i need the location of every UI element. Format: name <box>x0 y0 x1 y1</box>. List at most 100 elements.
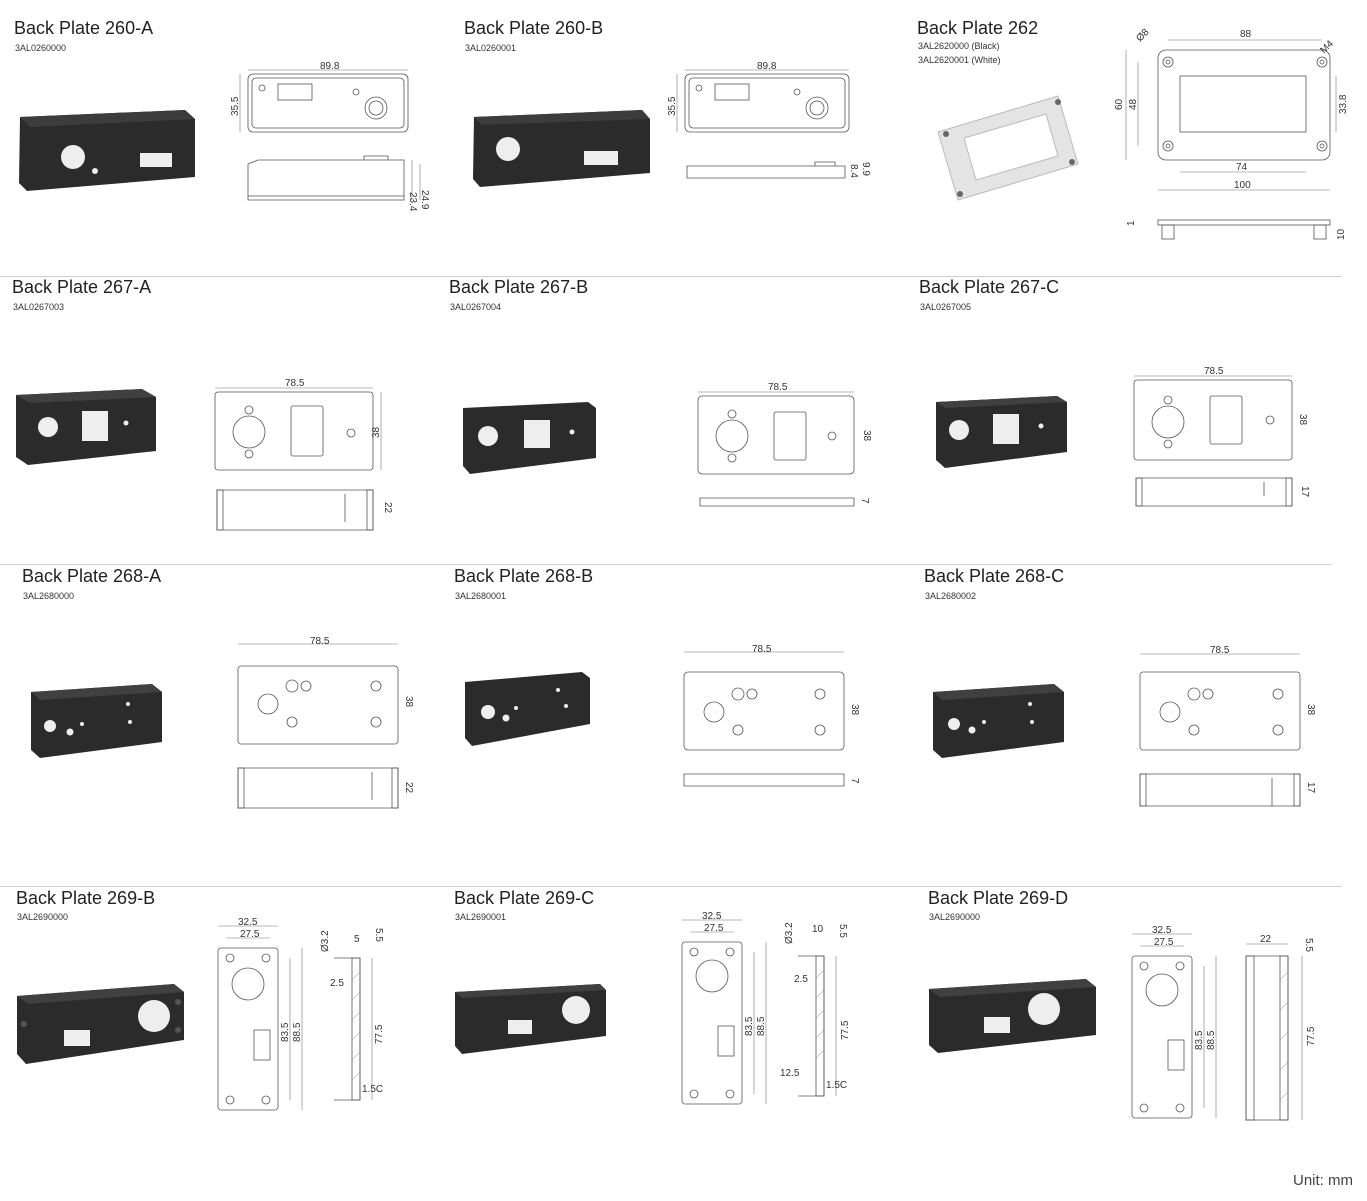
plate-title: Back Plate 267-C <box>919 277 1060 297</box>
plate-drawing: 78.5 38 17 <box>1133 366 1310 507</box>
dim-height: 35.5 <box>667 96 678 116</box>
dim-depth-2: 8.4 <box>848 164 859 178</box>
dim-depth-2: 23.4 <box>407 192 418 212</box>
plate-code: 3AL2690001 <box>455 912 507 922</box>
dim-e: 1.5C <box>362 1084 383 1095</box>
dim-height-3: 33.8 <box>1338 94 1349 114</box>
dim-width: 78.5 <box>1204 366 1224 377</box>
plate-drawing-front: 32.5 27.5 83.5 88.5 <box>217 917 303 1111</box>
plate-code: 3AL2680002 <box>925 591 977 601</box>
dim-b: 5.5 <box>373 928 384 942</box>
dim-height: 38 <box>1305 704 1316 716</box>
plate-photo <box>455 984 606 1054</box>
dim-depth: 10 <box>1336 228 1347 240</box>
dim-width-2: 27.5 <box>1154 937 1174 948</box>
dim-depth-1: 24.9 <box>419 190 430 210</box>
dim-d: 77.5 <box>1306 1026 1317 1046</box>
dim-height: 38 <box>403 696 414 708</box>
dim-width: 89.8 <box>320 61 340 72</box>
plate-photo <box>473 110 650 187</box>
dim-width: 89.8 <box>757 61 777 72</box>
plate-photo <box>19 110 195 191</box>
dim-depth: 17 <box>1305 782 1316 794</box>
dim-width-2: 27.5 <box>704 923 724 934</box>
dim-height: 38 <box>861 430 872 442</box>
plate-code: 3AL0260000 <box>15 43 67 53</box>
dim-depth: 17 <box>1299 486 1310 498</box>
plate-title: Back Plate 260-A <box>14 18 154 38</box>
plate-title: Back Plate 269-D <box>928 888 1069 908</box>
plate-drawing: 78.5 38 22 <box>237 636 414 809</box>
dim-width-2: 27.5 <box>240 929 260 940</box>
plate-photo <box>31 684 162 758</box>
dim-width: 78.5 <box>752 644 772 655</box>
dim-height: 38 <box>849 704 860 716</box>
plate-drawing: 89.8 35.5 8.4 9.9 <box>667 61 871 179</box>
dim-depth: 7 <box>859 498 870 504</box>
dim-hole: Ø3.2 <box>320 930 331 952</box>
dim-a: 22 <box>1260 934 1272 945</box>
dim-depth-1: 9.9 <box>860 162 871 176</box>
dim-depth: 22 <box>382 502 393 514</box>
plate-drawing-side: 22 5.5 77.5 <box>1245 934 1317 1121</box>
plate-code: 3AL0267004 <box>450 302 502 312</box>
plate-code: 3AL2690000 <box>17 912 69 922</box>
plate-code: 3AL0267003 <box>13 302 65 312</box>
dim-height: 38 <box>371 426 382 438</box>
plate-title: Back Plate 269-C <box>454 888 595 908</box>
row-divider <box>0 276 1342 277</box>
dim-depth: 7 <box>849 778 860 784</box>
dim-depth: 22 <box>403 782 414 794</box>
plate-code: 3AL2620000 (Black) <box>918 41 1000 51</box>
plate-title: Back Plate 269-B <box>16 888 156 908</box>
dim-a: 5 <box>354 934 360 945</box>
dim-height-2: 88.5 <box>756 1016 767 1036</box>
plate-code: 3AL2680000 <box>23 591 75 601</box>
dim-width: 78.5 <box>768 382 788 393</box>
plate-photo <box>465 672 590 746</box>
dim-c: 2.5 <box>330 978 344 989</box>
plate-title: Back Plate 268-B <box>454 566 594 586</box>
plate-photo <box>937 95 1079 201</box>
dim-height-2: 48 <box>1128 98 1139 110</box>
dim-a: 10 <box>812 924 824 935</box>
dim-width-3: 100 <box>1234 180 1251 191</box>
plate-code: 3AL0267005 <box>920 302 972 312</box>
dim-width: 78.5 <box>285 378 305 389</box>
dim-height: 38 <box>1297 414 1308 426</box>
dim-height-2: 88.5 <box>292 1022 303 1042</box>
plate-photo <box>936 396 1067 468</box>
dim-hole: Ø3.2 <box>784 922 795 944</box>
plate-title: Back Plate 267-B <box>449 277 589 297</box>
unit-label: Unit: mm <box>1293 1172 1353 1189</box>
plate-drawing: 78.5 38 22 <box>214 378 393 531</box>
dim-height-1: 83.5 <box>1194 1030 1205 1050</box>
plate-title: Back Plate 267-A <box>12 277 152 297</box>
dim-width: 78.5 <box>310 636 330 647</box>
plate-drawing: Ø8 88 M4 60 48 33.8 74 100 1 10 <box>1114 27 1349 240</box>
dim-b: 5.5 <box>1303 938 1314 952</box>
dim-width: 88 <box>1240 29 1252 40</box>
plate-drawing-side: Ø3.2 5 5.5 2.5 77.5 1.5C <box>320 928 385 1101</box>
dim-b: 5.5 <box>837 924 848 938</box>
plate-photo <box>929 979 1096 1053</box>
plate-photo <box>463 402 596 474</box>
plate-title: Back Plate 268-A <box>22 566 162 586</box>
plate-title: Back Plate 260-B <box>464 18 604 38</box>
plate-drawing: 89.8 35.5 23.4 24.9 <box>230 61 430 212</box>
plate-drawing: 78.5 38 17 <box>1139 645 1316 807</box>
plate-photo <box>933 684 1064 758</box>
dim-thread: M4 <box>1318 38 1336 56</box>
plate-code: 3AL2690000 <box>929 912 981 922</box>
plate-code: 3AL2680001 <box>455 591 507 601</box>
dim-width-1: 32.5 <box>1152 925 1172 936</box>
plate-title: Back Plate 262 <box>917 18 1039 38</box>
plate-photo <box>16 389 156 465</box>
plate-drawing: 78.5 38 7 <box>697 382 872 507</box>
dim-e: 12.5 <box>780 1068 800 1079</box>
plate-drawing-front: 32.5 27.5 83.5 88.5 <box>1131 925 1217 1119</box>
plate-drawing-front: 32.5 27.5 83.5 88.5 <box>681 911 767 1105</box>
dim-d: 77.5 <box>840 1020 851 1040</box>
dim-f: 1.5C <box>826 1080 847 1091</box>
plate-code: 3AL2620001 (White) <box>918 55 1001 65</box>
